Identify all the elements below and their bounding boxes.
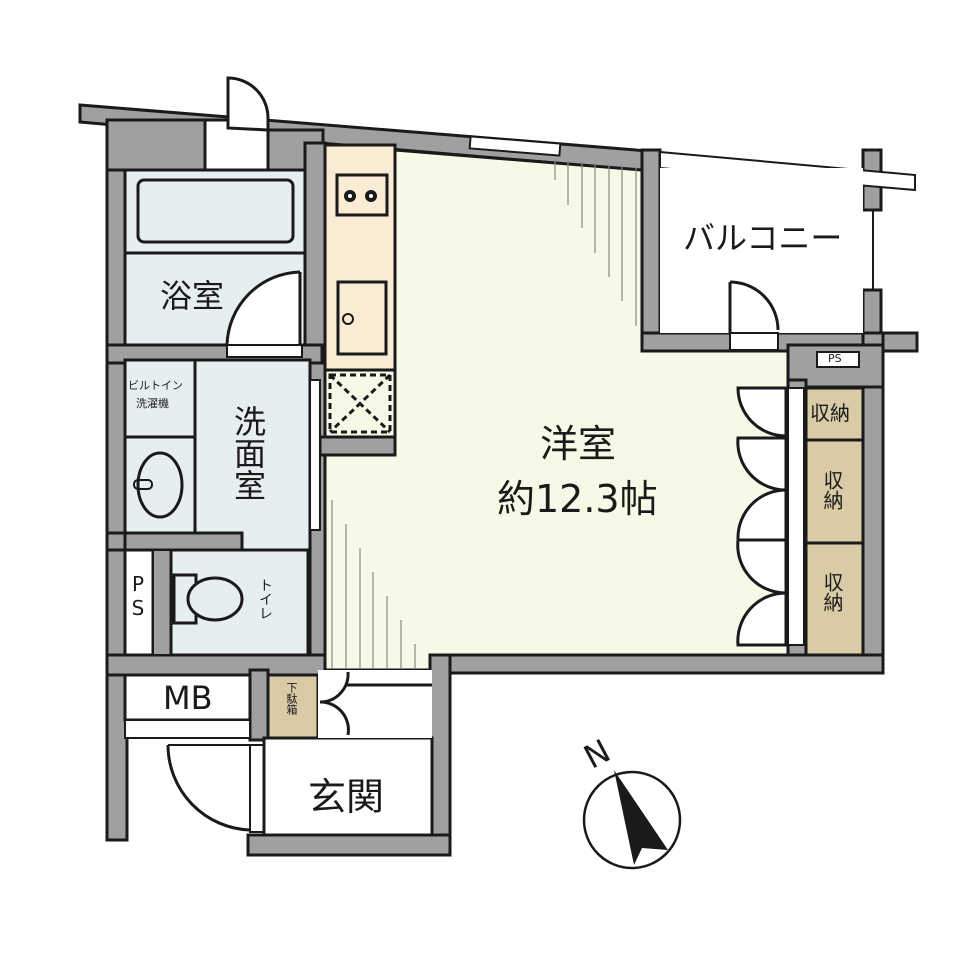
closet-doors[interactable] [736, 386, 788, 647]
ps-left-label: PS [126, 572, 150, 620]
storage-box-2 [804, 438, 865, 545]
western-room-floor [323, 148, 790, 672]
north-arrow-icon [614, 770, 668, 865]
toilet-bowl [186, 576, 244, 622]
ps-left-box [123, 548, 155, 657]
bathtub [136, 178, 295, 244]
shoe-box [266, 673, 320, 740]
mb-box [123, 673, 252, 722]
entrance-door-lower[interactable] [319, 700, 350, 736]
sink [336, 280, 388, 356]
washer-label-2: 洗濯機 [136, 397, 169, 410]
bathroom-label: 浴室 [160, 277, 225, 315]
western-room-area: 約12.3帖 [497, 477, 658, 521]
front-door[interactable] [166, 744, 251, 832]
washroom-sliding-door[interactable] [309, 379, 321, 531]
shoe-box-label: 下駄箱 [285, 682, 298, 715]
western-room-label: 洋室 [540, 422, 617, 466]
balcony-area [660, 168, 863, 333]
main-window [468, 135, 562, 157]
washroom-label: 洗面室 [229, 405, 267, 501]
light-hatching-top [554, 160, 637, 326]
bath-window-sash [226, 76, 270, 132]
storage-box-3 [804, 541, 865, 657]
entrance-floor [262, 736, 434, 837]
entrance-label: 玄関 [308, 775, 385, 819]
faucet-icon [133, 479, 153, 490]
storage-2-label: 収納 [820, 470, 844, 510]
ps-right-box [816, 351, 860, 368]
storage-3-label: 収納 [820, 572, 844, 612]
drain-icon [342, 313, 354, 325]
washbasin [136, 451, 184, 519]
toilet-label: トイレ [257, 578, 273, 620]
light-hatching-bottom [331, 500, 416, 668]
balcony-label: バルコニー [683, 219, 843, 257]
ps-right-label: PS [828, 352, 842, 365]
washer-label-1: ビルトイン [128, 379, 183, 392]
mb-label: MB [163, 679, 213, 717]
storage-1-label: 収納 [810, 401, 850, 425]
balcony-door[interactable] [729, 280, 780, 331]
compass [582, 770, 682, 870]
